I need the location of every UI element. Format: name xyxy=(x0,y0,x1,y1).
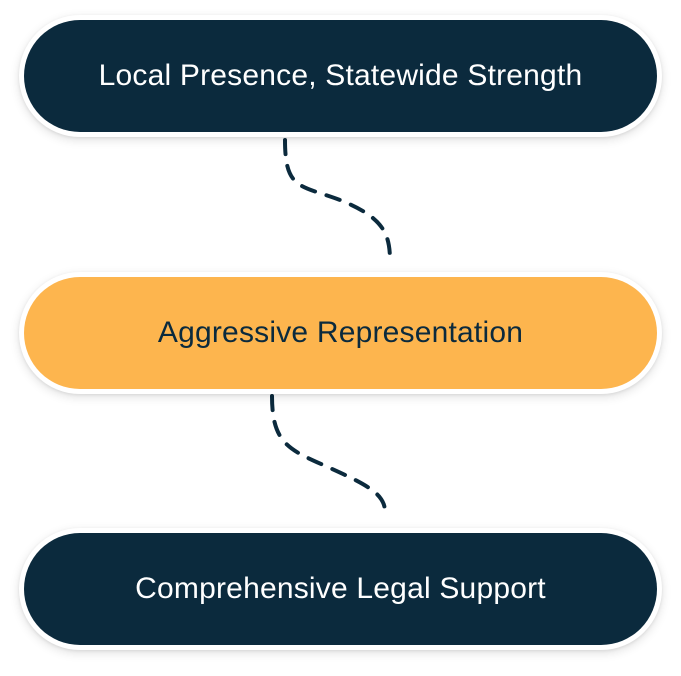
step-label: Aggressive Representation xyxy=(24,277,657,389)
step-comprehensive-legal-support: Comprehensive Legal Support xyxy=(19,528,662,650)
step-label: Local Presence, Statewide Strength xyxy=(24,20,657,132)
step-local-presence: Local Presence, Statewide Strength xyxy=(19,15,662,137)
step-aggressive-representation: Aggressive Representation xyxy=(19,272,662,394)
step-label: Comprehensive Legal Support xyxy=(24,533,657,645)
dashed-connector-2 xyxy=(270,394,387,514)
dashed-connector-1 xyxy=(283,138,392,264)
